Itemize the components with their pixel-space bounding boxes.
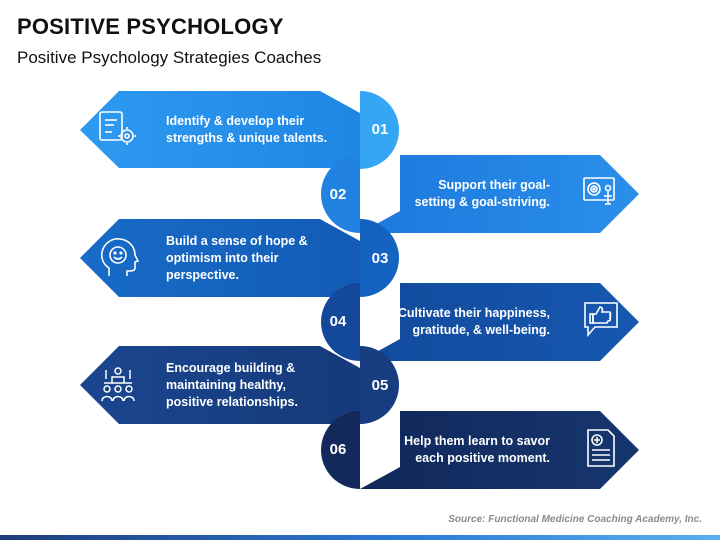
step-01-text: Identify & develop their strengths & uni… bbox=[166, 114, 328, 145]
group-meeting-icon bbox=[101, 367, 135, 402]
presentation-target-icon bbox=[583, 177, 615, 205]
step-01-tab bbox=[360, 91, 399, 169]
step-06 bbox=[321, 411, 639, 489]
step-04-text: Cultivate their happiness, gratitude, & … bbox=[397, 306, 550, 337]
step-02-tab bbox=[321, 155, 360, 233]
source-note: Source: Functional Medicine Coaching Aca… bbox=[448, 514, 702, 525]
step-05 bbox=[80, 346, 399, 424]
step-01-number: 01 bbox=[371, 121, 389, 138]
step-05-tab bbox=[360, 346, 399, 424]
page-title: POSITIVE PSYCHOLOGY bbox=[17, 14, 284, 39]
step-03-number: 03 bbox=[371, 250, 389, 267]
step-06-text: Help them learn to savor each positive m… bbox=[404, 434, 550, 465]
step-03-tab bbox=[360, 219, 399, 297]
certificate-document-icon bbox=[587, 429, 615, 467]
step-03 bbox=[80, 219, 399, 297]
step-01 bbox=[80, 91, 399, 169]
step-04-number: 04 bbox=[329, 313, 347, 330]
step-02-number: 02 bbox=[329, 186, 347, 203]
step-02-text: Support their goal- setting & goal-striv… bbox=[414, 178, 550, 209]
step-05-arrow bbox=[80, 346, 360, 424]
documents-gear-icon bbox=[99, 111, 136, 145]
step-02-arrow bbox=[360, 155, 639, 233]
page-subtitle: Positive Psychology Strategies Coaches bbox=[17, 48, 322, 67]
step-03-text: Build a sense of hope & optimism into th… bbox=[166, 233, 308, 282]
step-02 bbox=[321, 155, 639, 233]
thumbs-up-speech-icon bbox=[584, 302, 618, 338]
bottom-accent-bar bbox=[0, 535, 720, 540]
step-06-arrow bbox=[360, 411, 639, 489]
step-06-number: 06 bbox=[329, 441, 347, 458]
step-04 bbox=[321, 283, 639, 361]
step-05-number: 05 bbox=[371, 377, 389, 394]
step-05-text: Encourage building & maintaining healthy… bbox=[166, 360, 298, 409]
step-04-arrow bbox=[360, 283, 639, 361]
step-04-tab bbox=[321, 283, 360, 361]
happy-mind-icon bbox=[100, 238, 140, 276]
step-01-arrow bbox=[80, 91, 360, 168]
step-06-tab bbox=[321, 411, 360, 489]
step-03-arrow bbox=[80, 219, 360, 297]
